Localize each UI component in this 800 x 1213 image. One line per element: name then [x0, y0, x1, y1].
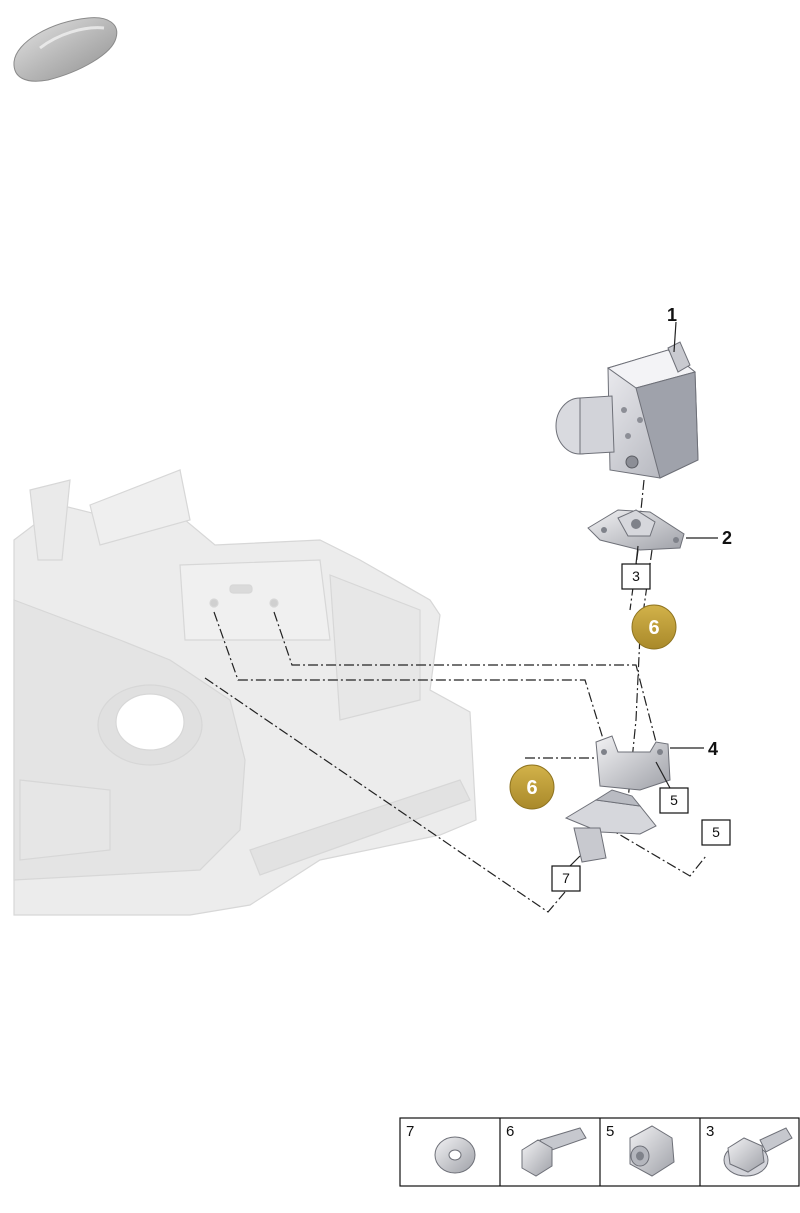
boxed-label-5-lower: 5 [701, 819, 731, 846]
legend-cell-3: 3 [706, 1123, 793, 1177]
washer-icon [434, 1136, 476, 1174]
callout-part-4: 4 [708, 739, 718, 759]
flange-bolt-icon [723, 1127, 793, 1177]
svg-text:5: 5 [606, 1123, 614, 1140]
svg-text:5: 5 [670, 792, 678, 808]
fastener-legend: 7 6 5 3 [399, 1117, 800, 1187]
svg-text:3: 3 [632, 568, 640, 584]
svg-text:5: 5 [712, 824, 720, 840]
boxed-label-7: 7 [551, 855, 581, 892]
svg-text:7: 7 [406, 1123, 414, 1140]
svg-text:6: 6 [648, 617, 659, 639]
carrier-bracket [564, 735, 671, 863]
legend-cell-7: 7 [406, 1123, 476, 1174]
badge-6-lower: 6 [509, 764, 555, 810]
legend-cell-6: 6 [506, 1123, 587, 1177]
flange-nut-icon [629, 1125, 675, 1177]
vehicle-front-structure [13, 468, 477, 916]
assembly-leader-lines [204, 479, 707, 913]
callout-part-1: 1 [667, 305, 677, 325]
car-silhouette-icon [13, 17, 118, 82]
boxed-label-3: 3 [621, 545, 651, 590]
hex-bolt-icon [521, 1127, 587, 1177]
svg-text:3: 3 [706, 1123, 714, 1140]
abs-hydraulic-unit [555, 341, 699, 479]
badge-6-upper: 6 [631, 604, 677, 650]
boxed-label-5-upper: 5 [655, 761, 689, 814]
svg-text:6: 6 [506, 1123, 514, 1140]
svg-text:7: 7 [562, 870, 570, 886]
mounting-bracket [587, 509, 685, 551]
svg-text:6: 6 [526, 777, 537, 799]
legend-cell-5: 5 [606, 1123, 675, 1177]
callout-part-2: 2 [722, 528, 732, 548]
